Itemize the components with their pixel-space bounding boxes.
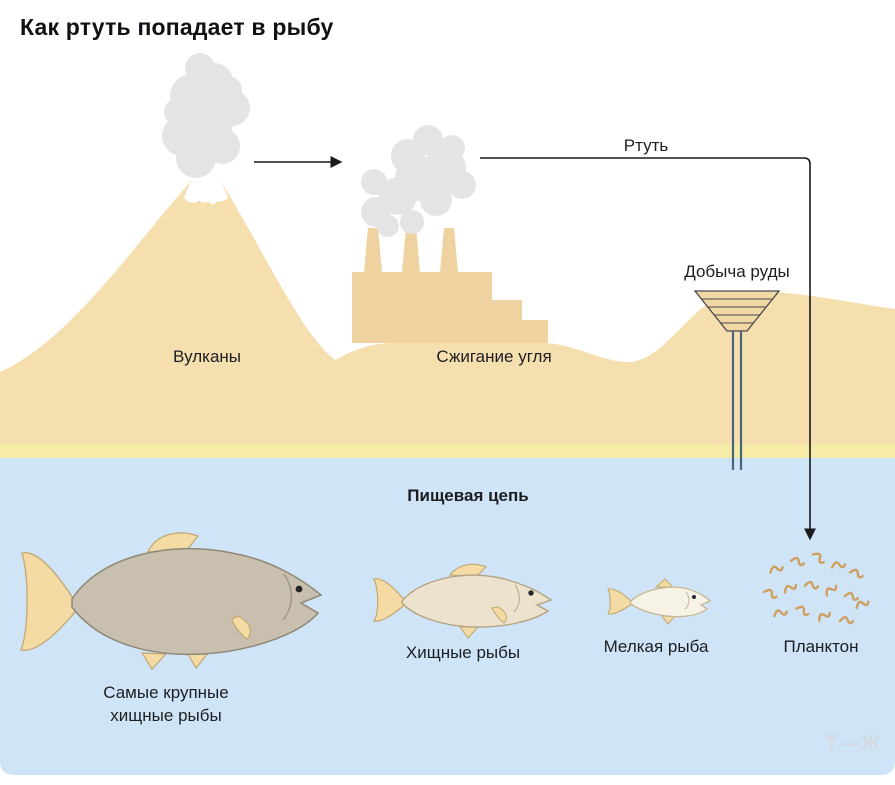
factory <box>352 228 548 343</box>
label-volcanoes: Вулканы <box>172 347 242 366</box>
large-fish-eye <box>295 585 303 593</box>
sand-strip <box>0 441 895 458</box>
small-fish-body <box>629 586 712 618</box>
label-largest-fish: Самые крупные хищные рыбы <box>103 683 229 725</box>
factory-chimney <box>364 228 382 272</box>
label-predatory-fish: Хищные рыбы <box>405 643 521 662</box>
mine-funnel <box>693 290 781 332</box>
factory-building <box>352 272 548 343</box>
label-mercury: Ртуть <box>623 136 669 155</box>
page-title: Как ртуть попадает в рыбу <box>20 14 334 40</box>
large-fish-dorsal-fin <box>147 532 199 553</box>
factory-chimney <box>402 228 420 272</box>
factory-smoke <box>361 125 476 237</box>
medium-fish-eye <box>528 590 534 596</box>
small-fish-tail-fin <box>607 588 633 615</box>
small-fish <box>607 578 712 625</box>
mine-shaft <box>731 331 743 470</box>
mercury-flow-arrow <box>480 157 816 541</box>
label-food-chain: Пищевая цепь <box>407 486 529 505</box>
large-fish-body <box>71 547 323 656</box>
medium-fish-dorsal-fin <box>448 563 487 578</box>
plankton-group <box>763 552 870 625</box>
large-fish-tail-fin <box>20 552 79 651</box>
land <box>0 170 895 444</box>
medium-fish-tail-fin <box>373 578 407 622</box>
medium-fish-gill <box>513 584 520 613</box>
large-fish-gill <box>282 573 293 621</box>
small-fish-gill <box>684 591 690 610</box>
large-fish-pectoral-fin <box>231 615 251 640</box>
snow-cap <box>184 166 228 205</box>
label-ore-mining: Добыча руды <box>684 262 790 281</box>
large-fish-pelvic-fin <box>140 652 168 670</box>
medium-fish-pectoral-fin <box>491 606 507 624</box>
tj-logo: Т—Ж <box>825 732 881 755</box>
small-fish-eye <box>692 595 696 599</box>
large-fish <box>20 532 323 670</box>
label-coal-burning: Сжигание угля <box>436 347 552 366</box>
label-plankton: Планктон <box>783 637 859 656</box>
label-small-fish: Мелкая рыба <box>603 637 709 656</box>
medium-fish <box>373 563 553 639</box>
medium-fish-body <box>401 574 553 628</box>
factory-chimney <box>440 228 458 272</box>
volcano-smoke <box>162 53 250 178</box>
